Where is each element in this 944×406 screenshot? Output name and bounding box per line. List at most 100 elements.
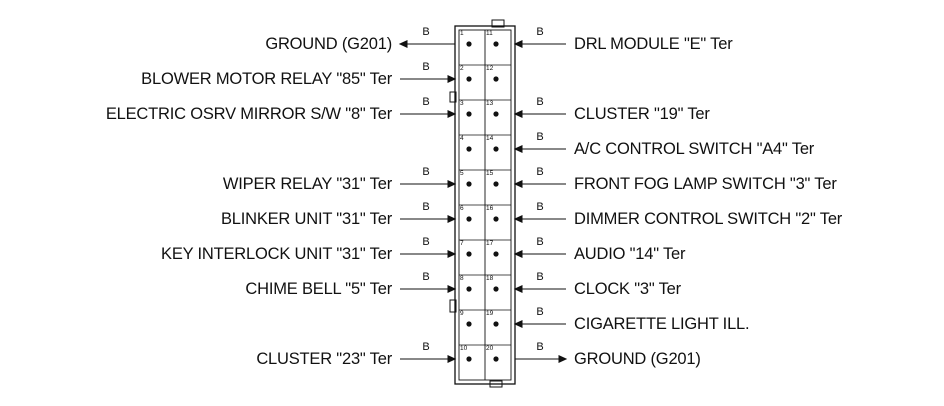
pin-dot: [493, 181, 499, 187]
left-circuit-label: CHIME BELL "5" Ter: [245, 279, 392, 298]
pin-dot: [493, 286, 499, 292]
pin-number: 20: [486, 345, 494, 352]
pin-dot: [493, 216, 499, 222]
wire-color-label: B: [536, 166, 544, 178]
pin-dot: [493, 41, 499, 47]
pin-number: 10: [460, 345, 468, 352]
wire-color-label: B: [536, 236, 544, 248]
wire-color-label: B: [422, 166, 430, 178]
left-circuit-label: BLOWER MOTOR RELAY "85" Ter: [141, 69, 392, 88]
connector-top-tab: [491, 19, 505, 28]
arrowhead: [447, 180, 457, 188]
pin-number: 12: [486, 65, 494, 72]
arrowhead: [513, 145, 523, 153]
pin-number: 6: [460, 205, 464, 212]
arrowhead: [447, 285, 457, 293]
pin-number: 1: [460, 30, 464, 37]
right-circuit-label: GROUND (G201): [574, 349, 701, 368]
arrowhead: [447, 110, 457, 118]
pin-dot: [493, 251, 499, 257]
wire-color-label: B: [422, 341, 430, 353]
right-circuit-label: DRL MODULE "E" Ter: [574, 34, 733, 53]
pin-dot: [493, 111, 499, 117]
wire-color-label: B: [422, 61, 430, 73]
right-circuit-label: CIGARETTE LIGHT ILL.: [574, 314, 750, 333]
connector-latch-lower: [449, 299, 457, 313]
pin-number: 16: [486, 205, 494, 212]
wire-color-label: B: [536, 131, 544, 143]
pin-dot: [466, 286, 472, 292]
arrowhead: [513, 320, 523, 328]
arrowhead: [447, 215, 457, 223]
wire-color-label: B: [536, 96, 544, 108]
pin-number: 9: [460, 310, 464, 317]
arrowhead: [447, 75, 457, 83]
connector-outer-frame: [454, 25, 516, 385]
arrowhead: [513, 180, 523, 188]
connector-cell-dividers: [459, 64, 511, 346]
pin-dot: [466, 76, 472, 82]
right-circuit-label: CLUSTER "19" Ter: [574, 104, 710, 123]
pin-dot: [466, 251, 472, 257]
pin-number: 4: [460, 135, 464, 142]
pin-number: 3: [460, 100, 464, 107]
arrowhead: [513, 40, 523, 48]
right-circuit-label: A/C CONTROL SWITCH "A4" Ter: [574, 139, 815, 158]
arrowhead: [513, 250, 523, 258]
arrowhead: [447, 250, 457, 258]
pin-number: 2: [460, 65, 464, 72]
wire-color-label: B: [422, 96, 430, 108]
pin-number: 7: [460, 240, 464, 247]
right-circuit-label: FRONT FOG LAMP SWITCH "3" Ter: [574, 174, 837, 193]
arrowhead: [513, 215, 523, 223]
wire-color-label: B: [422, 271, 430, 283]
pin-dot: [466, 41, 472, 47]
right-circuit-label: AUDIO "14" Ter: [574, 244, 686, 263]
pin-dot: [466, 321, 472, 327]
wire-color-label: B: [422, 26, 430, 38]
connector-bottom-tab: [489, 380, 503, 388]
pin-number: 14: [486, 135, 494, 142]
pin-number: 8: [460, 275, 464, 282]
left-circuit-label: BLINKER UNIT "31" Ter: [220, 209, 392, 228]
pin-number: 11: [486, 30, 493, 37]
pin-dot: [493, 76, 499, 82]
pin-dot: [466, 111, 472, 117]
pin-number: 5: [460, 170, 464, 177]
right-circuit-label: CLOCK "3" Ter: [574, 279, 681, 298]
wire-color-label: B: [422, 201, 430, 213]
pin-dot: [466, 181, 472, 187]
wire-leads: [398, 40, 568, 363]
pin-dot: [493, 356, 499, 362]
pin-number: 18: [486, 275, 494, 282]
arrowhead: [558, 355, 568, 363]
left-circuit-label: ELECTRIC OSRV MIRROR S/W "8" Ter: [105, 104, 392, 123]
pin-number: 13: [486, 100, 494, 107]
left-circuit-label: CLUSTER "23" Ter: [256, 349, 392, 368]
left-circuit-label: GROUND (G201): [265, 34, 392, 53]
wire-color-label: B: [536, 201, 544, 213]
pin-number: 15: [486, 170, 494, 177]
wire-color-label: B: [536, 26, 544, 38]
pin-number: 17: [486, 240, 494, 247]
wire-color-label: B: [422, 236, 430, 248]
connector-pin-dots: [466, 41, 499, 362]
left-circuit-label: KEY INTERLOCK UNIT "31" Ter: [161, 244, 392, 263]
connector-latch-upper: [449, 91, 457, 103]
right-circuit-label: DIMMER CONTROL SWITCH "2" Ter: [574, 209, 843, 228]
pin-dot: [466, 216, 472, 222]
pin-dot: [466, 356, 472, 362]
pin-dot: [493, 321, 499, 327]
arrowhead: [513, 110, 523, 118]
wire-color-label: B: [536, 271, 544, 283]
arrowhead: [447, 355, 457, 363]
wire-color-label: B: [536, 341, 544, 353]
pin-dot: [466, 146, 472, 152]
pin-number: 19: [486, 310, 494, 317]
left-circuit-label: WIPER RELAY "31" Ter: [222, 174, 392, 193]
pin-dot: [493, 146, 499, 152]
arrowhead: [398, 40, 408, 48]
wire-color-label: B: [536, 306, 544, 318]
